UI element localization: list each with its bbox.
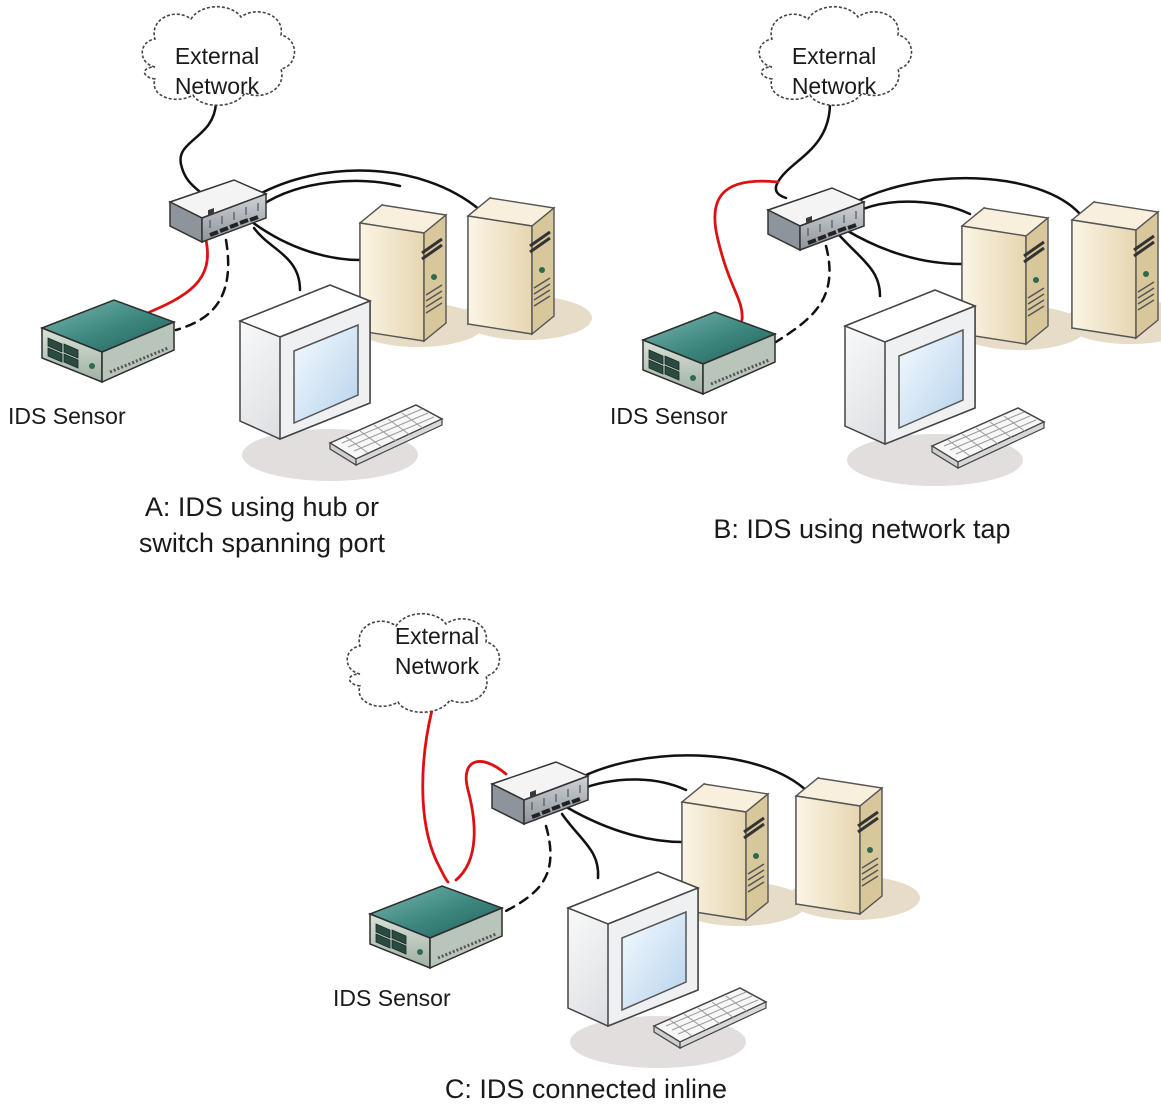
cloud-label-line-1: External	[792, 43, 876, 69]
caption-line-1: A: IDS using hub or	[145, 492, 379, 522]
cable-hub-to-server-low	[250, 220, 362, 262]
cable-tap-to-sensor	[713, 179, 780, 322]
cable-cloud-to-sensor	[421, 708, 450, 884]
cable-sensor-dashed	[498, 824, 552, 916]
scenario-a: External Network IDS Sensor A: IDS using…	[8, 5, 594, 558]
cloud-label-line-1: External	[175, 43, 259, 69]
cable-hub-to-monitor	[252, 226, 302, 292]
cable-hub-to-server-2	[254, 169, 482, 212]
cloud-label-line-2: Network	[395, 653, 480, 679]
ids-sensor-device	[641, 310, 777, 396]
scenario-a-cables	[138, 101, 482, 332]
server-2	[786, 776, 922, 922]
hub-switch	[168, 178, 268, 244]
cable-span-to-sensor	[138, 238, 209, 318]
scenario-b-cables	[713, 101, 1082, 344]
cable-sensor-dashed	[174, 238, 230, 332]
sensor-label: IDS Sensor	[610, 403, 728, 429]
cable-hub-to-server-1	[576, 778, 688, 792]
hub-switch	[490, 760, 590, 826]
caption-line-1: B: IDS using network tap	[713, 514, 1010, 544]
caption-line-2: switch spanning port	[139, 528, 386, 558]
cable-hub-to-server-2	[570, 754, 810, 794]
cloud-label-line-2: Network	[792, 73, 877, 99]
scenario-c: External Network IDS Sensor C: IDS conne…	[333, 612, 922, 1104]
cable-hub-to-monitor	[560, 812, 600, 880]
cable-sensor-dashed	[774, 244, 831, 344]
cable-hub-to-server-1	[260, 179, 402, 207]
scenario-c-cables	[421, 708, 810, 916]
cable-hub-to-monitor	[838, 234, 882, 298]
cable-hub-to-server-2	[848, 176, 1082, 216]
cable-sensor-to-hub	[454, 760, 508, 882]
cable-hub-to-server-low	[844, 228, 964, 266]
cable-cloud-to-hub	[774, 101, 832, 200]
cable-hub-to-server-low	[566, 806, 684, 844]
scenario-b: External Network IDS Sensor B: IDS using…	[610, 5, 1161, 544]
ids-sensor-device	[368, 884, 504, 970]
cloud-label-line-1: External	[395, 623, 479, 649]
sensor-label: IDS Sensor	[8, 403, 126, 429]
ids-sensor-device	[40, 298, 176, 384]
server-2	[458, 196, 594, 342]
cable-cloud-to-hub	[179, 101, 218, 194]
cable-hub-to-server-1	[854, 200, 972, 216]
sensor-label: IDS Sensor	[333, 985, 451, 1011]
cloud-label-line-2: Network	[175, 73, 260, 99]
server-2	[1062, 200, 1161, 346]
caption-line-1: C: IDS connected inline	[445, 1074, 727, 1104]
